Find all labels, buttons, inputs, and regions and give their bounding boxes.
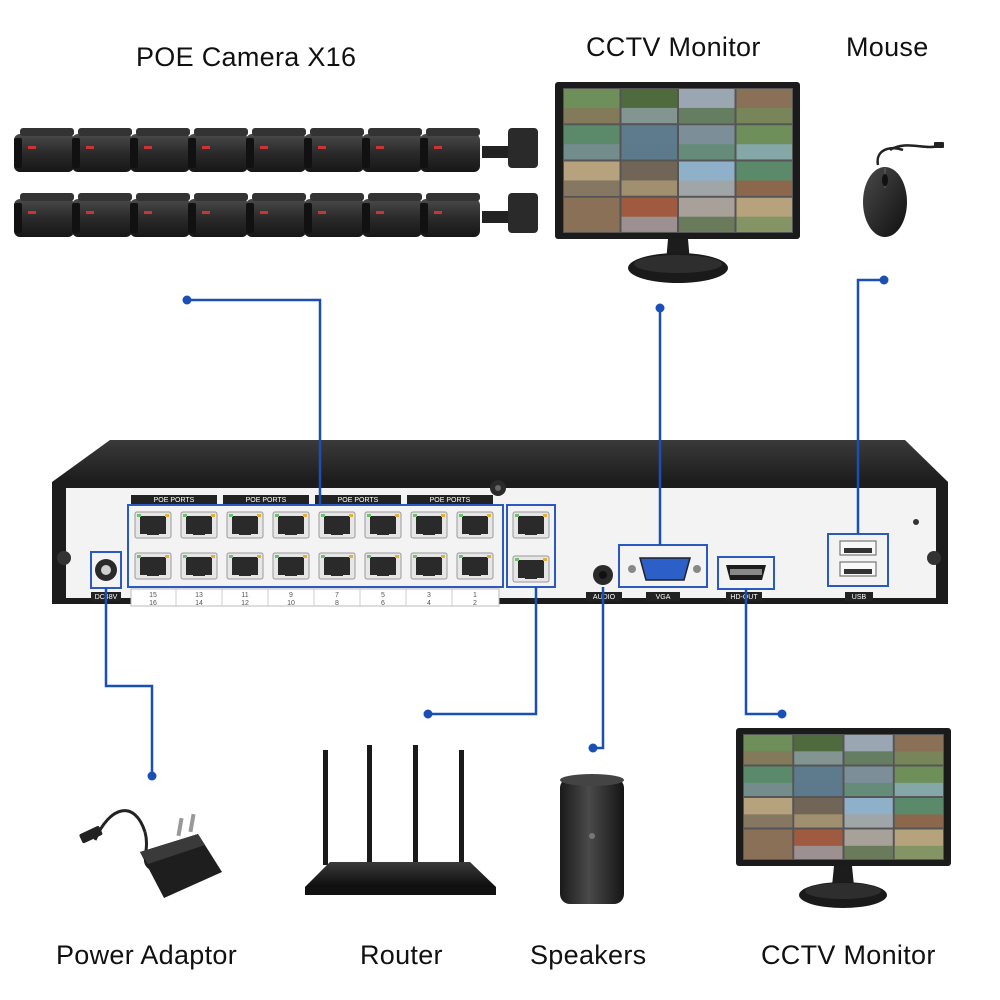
speaker-icon xyxy=(560,774,624,904)
poe-ports-header: POE PORTS xyxy=(154,497,195,504)
camera-icon xyxy=(304,193,364,237)
cctv-monitor-bottom xyxy=(736,728,951,908)
port-number: 5 xyxy=(381,592,385,599)
poe-cameras xyxy=(14,128,538,237)
poe-port xyxy=(456,511,494,539)
port-number: 7 xyxy=(335,592,339,599)
camera-icon xyxy=(188,193,248,237)
camera-icon xyxy=(362,128,422,172)
camera-icon xyxy=(246,193,306,237)
port-number: 9 xyxy=(289,592,293,599)
cameras-label: POE Camera X16 xyxy=(136,42,357,72)
poe-port xyxy=(272,511,310,539)
poe-port xyxy=(180,552,218,580)
poe-ports-header: POE PORTS xyxy=(246,497,287,504)
cctv-monitor-top xyxy=(555,82,800,283)
port-number: 8 xyxy=(335,600,339,607)
camera-icon xyxy=(188,128,248,172)
port-number: 13 xyxy=(195,592,203,599)
camera-icon xyxy=(72,128,132,172)
power-adaptor-icon xyxy=(79,809,222,898)
mouse-label: Mouse xyxy=(846,32,929,62)
camera-icon xyxy=(130,193,190,237)
power-adaptor-label: Power Adaptor xyxy=(56,940,238,970)
router-icon xyxy=(305,745,496,895)
port-number: 2 xyxy=(473,600,477,607)
port-number: 15 xyxy=(149,592,157,599)
poe-port xyxy=(134,511,172,539)
monitor-bottom-label: CCTV Monitor xyxy=(761,940,936,970)
port-number: 10 xyxy=(287,600,295,607)
poe-port xyxy=(180,511,218,539)
port-number: 1 xyxy=(473,592,477,599)
camera-icon xyxy=(72,193,132,237)
camera-icon xyxy=(420,193,480,237)
camera-icon xyxy=(14,128,74,172)
port-number: 16 xyxy=(149,600,157,607)
port-number: 14 xyxy=(195,600,203,607)
monitor-top-label: CCTV Monitor xyxy=(586,32,761,62)
poe-port xyxy=(318,511,356,539)
mouse-icon xyxy=(863,142,944,237)
poe-ports-header: POE PORTS xyxy=(338,497,379,504)
poe-port xyxy=(272,552,310,580)
camera-icon xyxy=(420,128,480,172)
speakers-label: Speakers xyxy=(530,940,647,970)
poe-port xyxy=(134,552,172,580)
port-number: 6 xyxy=(381,600,385,607)
connector-dots xyxy=(147,275,889,781)
svg-text:⚯: ⚯ xyxy=(526,595,535,605)
port-number: 4 xyxy=(427,600,431,607)
poe-port xyxy=(226,552,264,580)
vga-port-label: VGA xyxy=(656,594,671,601)
camera-icon xyxy=(14,193,74,237)
poe-ports-header: POE PORTS xyxy=(430,497,471,504)
audio-port-label: AUDIO xyxy=(593,594,616,601)
poe-port xyxy=(226,511,264,539)
camera-icon xyxy=(362,193,422,237)
camera-icon xyxy=(304,128,364,172)
router-label: Router xyxy=(360,940,443,970)
usb-port-label: USB xyxy=(852,594,867,601)
port-number: 12 xyxy=(241,600,249,607)
poe-port xyxy=(364,511,402,539)
poe-port xyxy=(410,511,448,539)
hdmi-port-label: HD-OUT xyxy=(730,594,758,601)
port-number: 11 xyxy=(241,592,248,599)
port-number: 3 xyxy=(427,592,431,599)
poe-port xyxy=(318,552,356,580)
poe-port xyxy=(410,552,448,580)
camera-icon xyxy=(246,128,306,172)
poe-port xyxy=(364,552,402,580)
camera-icon xyxy=(130,128,190,172)
poe-port xyxy=(456,552,494,580)
